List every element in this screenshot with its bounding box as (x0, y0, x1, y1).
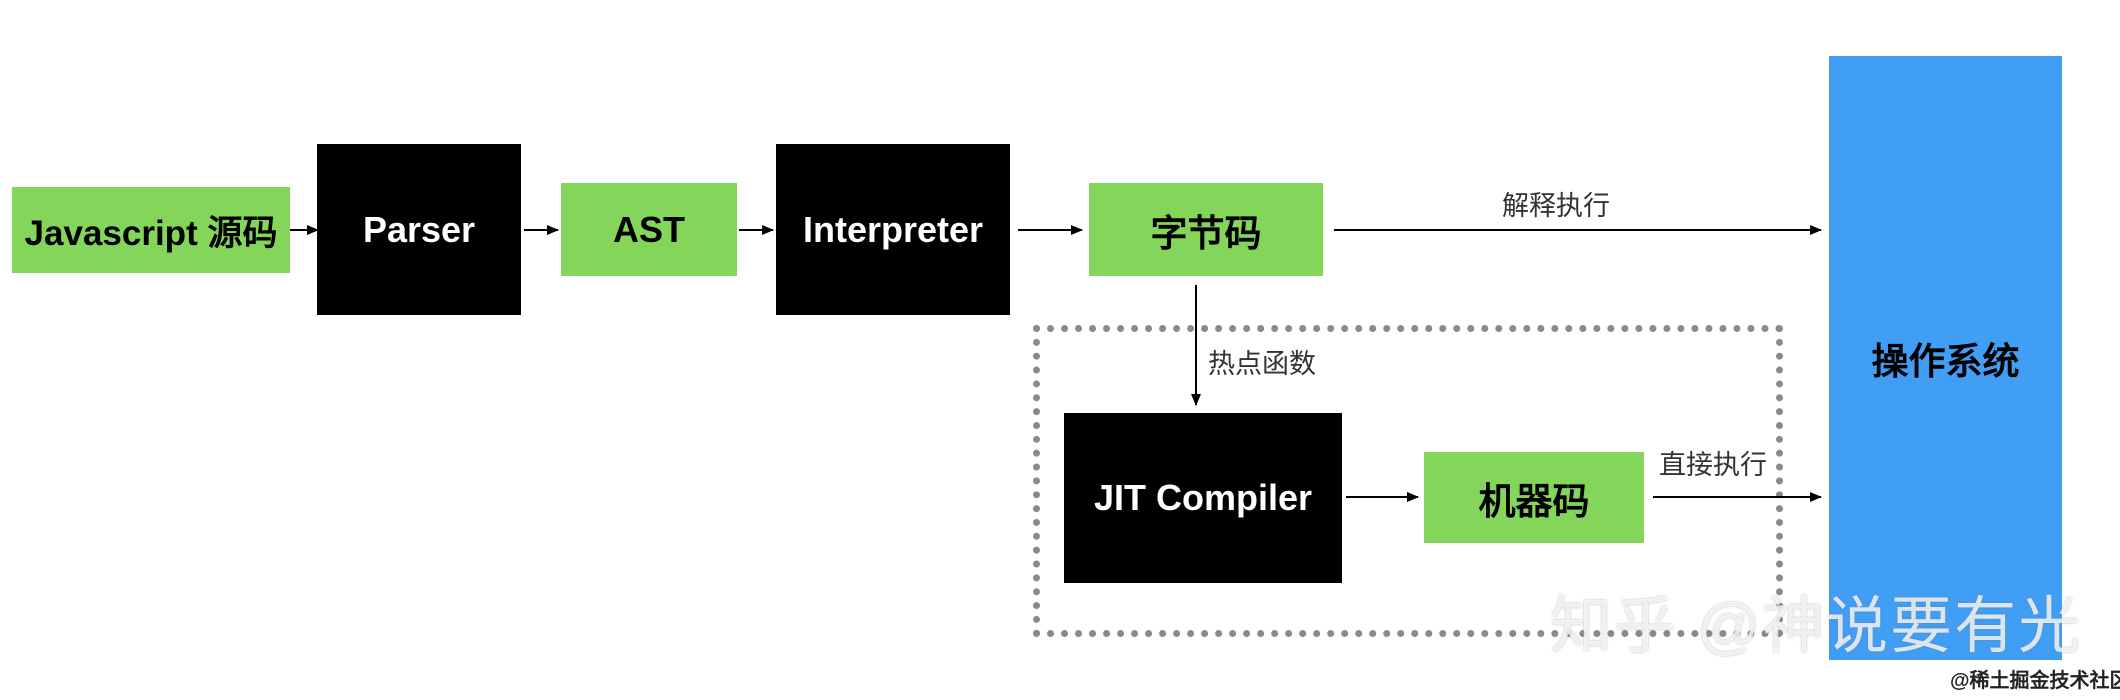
node-bytecode: 字节码 (1089, 183, 1323, 276)
node-interpreter-label: Interpreter (802, 208, 984, 250)
node-ast: AST (561, 183, 737, 276)
node-operating-system-label: 操作系统 (1871, 341, 2020, 382)
node-ast-label: AST (613, 208, 685, 250)
edge-label-hot-function: 热点函数 (1208, 349, 1316, 379)
node-javascript-source: Javascript 源码 (12, 187, 290, 273)
edge-label-interpret-execute: 解释执行 (1502, 191, 1610, 221)
node-jit-compiler: JIT Compiler (1064, 413, 1342, 583)
node-interpreter: Interpreter (776, 144, 1010, 315)
node-machine-code: 机器码 (1424, 452, 1644, 543)
credit-text: @稀土掘金技术社区 (1950, 670, 2120, 692)
node-operating-system: 操作系统 (1829, 56, 2062, 660)
node-parser: Parser (317, 144, 521, 315)
watermark-text: 知乎 @神说要有光 (1550, 592, 2083, 661)
node-bytecode-label: 字节码 (1150, 212, 1262, 254)
node-parser-label: Parser (362, 208, 476, 250)
node-javascript-source-label: Javascript 源码 (24, 213, 278, 253)
edge-label-direct-execute: 直接执行 (1659, 450, 1767, 480)
node-machine-code-label: 机器码 (1478, 480, 1590, 522)
jit-region-border (1033, 325, 1783, 637)
node-jit-compiler-label: JIT Compiler (1093, 477, 1313, 518)
